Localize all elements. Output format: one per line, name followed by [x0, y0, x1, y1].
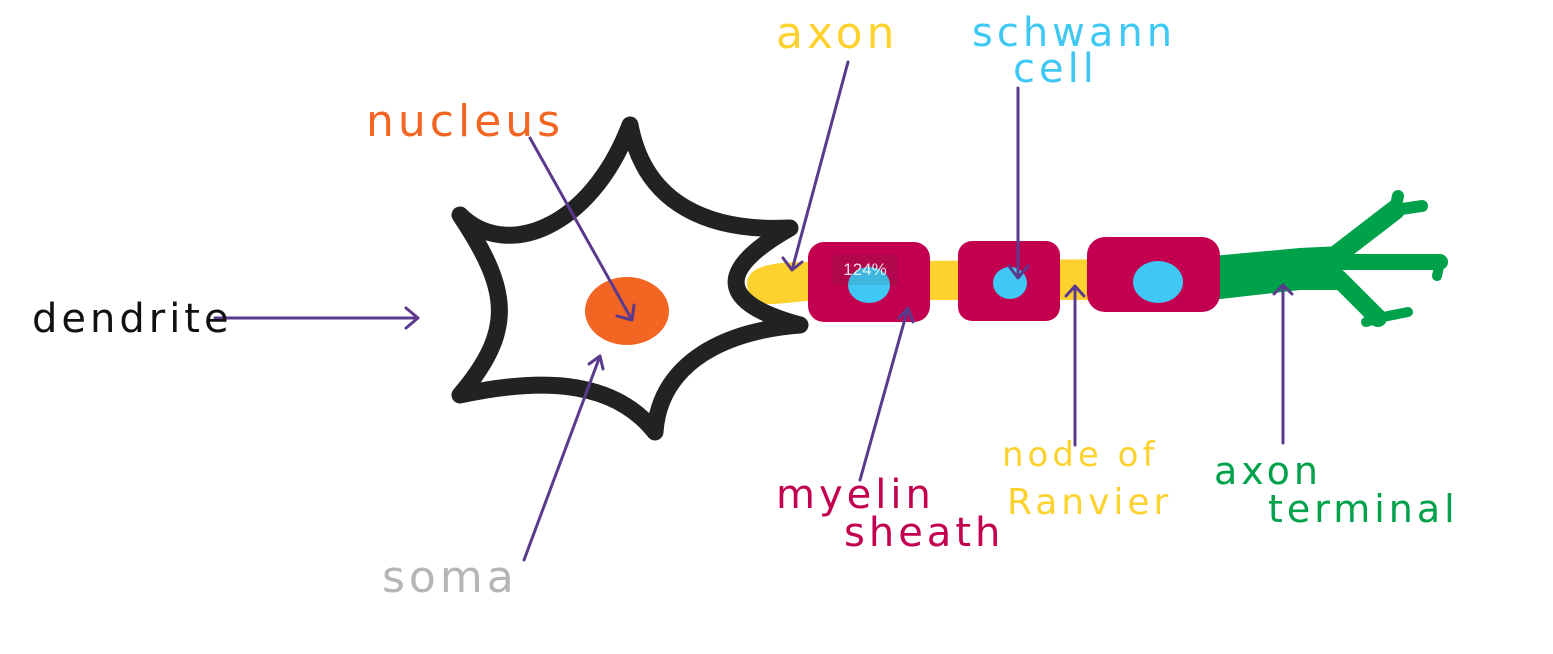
- label-schwann-line1: schwann: [972, 10, 1176, 56]
- arrows: [213, 60, 1294, 562]
- label-ranvier-line1: node of: [1002, 435, 1158, 475]
- arrow-terminal: [1272, 283, 1294, 445]
- arrow-ranvier: [1064, 284, 1086, 447]
- label-dendrite: dendrite: [32, 296, 233, 342]
- label-nucleus: nucleus: [366, 96, 564, 147]
- label-terminal-line2: terminal: [1268, 487, 1459, 531]
- arrow-axon: [781, 60, 850, 272]
- zoom-indicator: 124%: [832, 255, 898, 285]
- label-soma: soma: [382, 552, 518, 603]
- arrow-dendrite: [213, 306, 420, 330]
- label-myelin-line1: myelin: [776, 472, 935, 518]
- label-schwann-line2: cell: [1013, 46, 1098, 92]
- schwann-nucleus: [1133, 261, 1183, 303]
- label-ranvier-line2: Ranvier: [1007, 482, 1172, 523]
- arrow-nucleus: [528, 136, 636, 322]
- label-terminal-line1: axon: [1214, 449, 1322, 493]
- schwann-nucleus: [848, 267, 890, 303]
- axon-terminal-shape: [1212, 190, 1448, 327]
- soma-outline: [451, 116, 809, 441]
- label-myelin-line2: sheath: [844, 510, 1004, 556]
- arrow-soma: [522, 354, 605, 562]
- label-axon: axon: [776, 8, 898, 59]
- arrow-myelin: [858, 306, 915, 482]
- arrow-schwann: [1007, 86, 1030, 280]
